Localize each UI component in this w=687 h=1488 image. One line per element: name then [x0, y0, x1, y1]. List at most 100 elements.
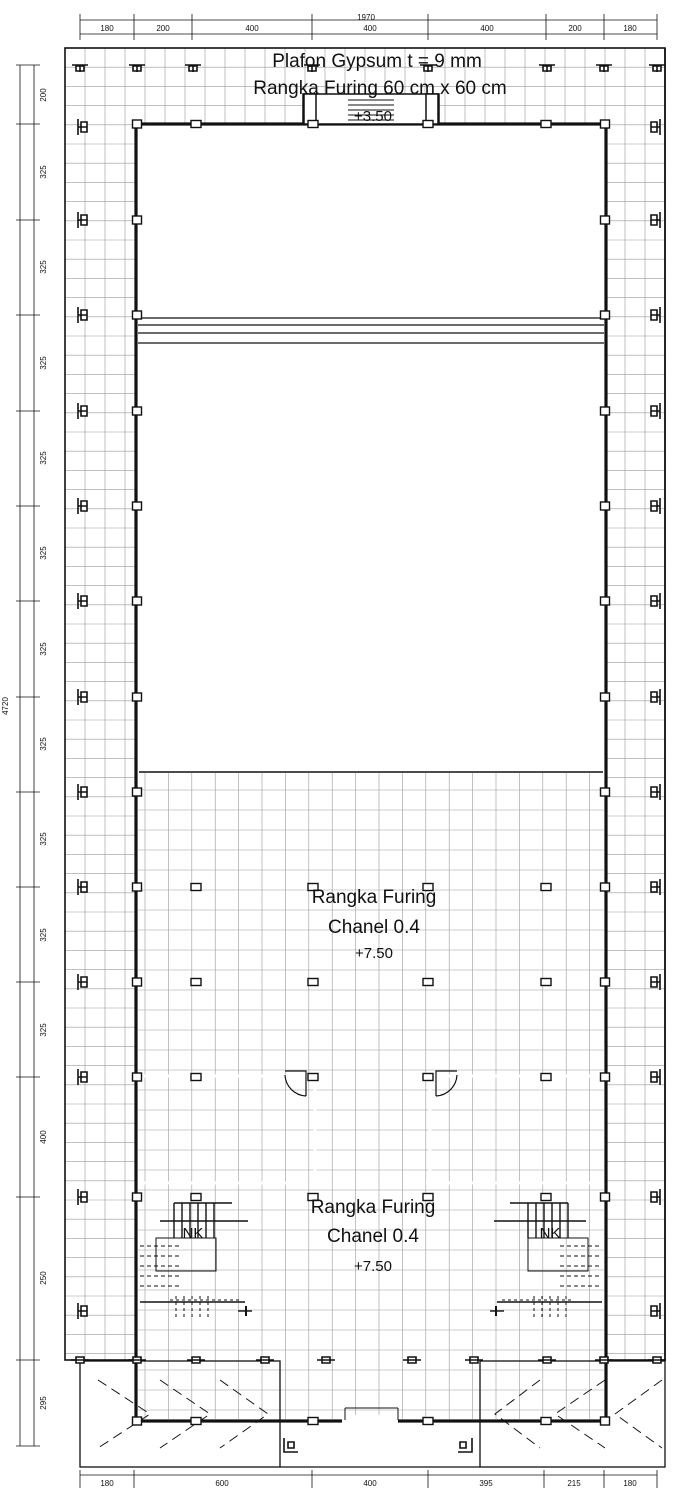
column-box — [422, 1192, 434, 1202]
exterior-column — [77, 593, 88, 609]
exterior-column — [650, 1303, 661, 1319]
exterior-column — [539, 64, 555, 72]
top-dimension-label: 180 — [100, 24, 114, 33]
exterior-column — [650, 974, 661, 990]
entrance-opening — [342, 1415, 398, 1425]
left-dimension-label: 325 — [39, 165, 48, 179]
bottom-dimension-label: 400 — [363, 1479, 377, 1488]
column-box — [131, 787, 143, 797]
column-box — [131, 501, 143, 511]
column-box — [540, 1416, 552, 1426]
column-box — [599, 596, 611, 606]
top-dimension-label: 400 — [363, 24, 377, 33]
column-box — [190, 1072, 202, 1082]
door-left — [284, 1070, 307, 1097]
left-dimension-texts: 2003253253253253253253253253253254002502… — [39, 88, 48, 1410]
exterior-column — [77, 689, 88, 705]
column-box — [190, 1416, 202, 1426]
column-box — [540, 1072, 552, 1082]
column-box — [599, 406, 611, 416]
exterior-column — [596, 64, 612, 72]
left-dimension-label: 325 — [39, 260, 48, 274]
column-box — [540, 1192, 552, 1202]
lower-area-subtitle: Chanel 0.4 — [327, 1226, 419, 1247]
middle-area-subtitle: Chanel 0.4 — [328, 917, 420, 938]
left-dimension-label: 325 — [39, 928, 48, 942]
column-box — [599, 977, 611, 987]
exterior-column — [650, 212, 661, 228]
column-box — [131, 406, 143, 416]
beam-band — [138, 317, 604, 344]
left-dimension-label: 200 — [39, 88, 48, 102]
exterior-column — [538, 1356, 556, 1364]
exterior-column — [77, 307, 88, 323]
column-box — [190, 1192, 202, 1202]
entrance-block-right — [479, 1360, 666, 1468]
left-dimension-label: 295 — [39, 1396, 48, 1410]
column-box — [307, 1072, 319, 1082]
top-dimension-label: 180 — [623, 24, 637, 33]
exterior-column — [650, 784, 661, 800]
bottom-dimension-label: 180 — [623, 1479, 637, 1488]
exterior-column — [650, 593, 661, 609]
column-box — [131, 977, 143, 987]
lower-area-level: +7.50 — [354, 1258, 392, 1275]
exterior-column — [465, 1356, 483, 1364]
exterior-column — [77, 974, 88, 990]
column-box — [131, 692, 143, 702]
exterior-column — [650, 689, 661, 705]
column-box — [131, 882, 143, 892]
column-box — [540, 882, 552, 892]
column-box — [307, 119, 319, 129]
exterior-column — [77, 879, 88, 895]
exterior-column — [649, 64, 665, 72]
entrance-block-left — [79, 1360, 281, 1468]
column-box — [307, 1416, 319, 1426]
column-box — [599, 1072, 611, 1082]
toilet-stair-right — [490, 1202, 602, 1318]
middle-area-title: Rangka Furing — [312, 887, 437, 908]
column-box — [131, 1072, 143, 1082]
column-box — [190, 882, 202, 892]
exterior-column — [458, 1438, 473, 1453]
column-box — [422, 977, 434, 987]
left-dimension-label: 325 — [39, 356, 48, 370]
column-box — [599, 1192, 611, 1202]
ceiling-title: Plafon Gypsum t = 9 mm — [272, 51, 482, 72]
column-box — [190, 119, 202, 129]
exterior-column — [185, 64, 201, 72]
exterior-column — [650, 1069, 661, 1085]
exterior-column — [256, 1356, 274, 1364]
column-box — [540, 119, 552, 129]
left-dimension-label: 325 — [39, 832, 48, 846]
exterior-column — [77, 784, 88, 800]
column-box — [190, 977, 202, 987]
top-dimension-label: 400 — [480, 24, 494, 33]
exterior-column — [283, 1438, 298, 1453]
bottom-dimension-label: 215 — [567, 1479, 581, 1488]
stair-level: +3.50 — [354, 108, 392, 125]
column-box — [131, 1192, 143, 1202]
bottom-dimension-label: 180 — [100, 1479, 114, 1488]
column-box — [599, 882, 611, 892]
top-dimension-label: 400 — [245, 24, 259, 33]
toilet-label-right: NK — [540, 1225, 561, 1242]
top-dimension-label: 200 — [156, 24, 170, 33]
column-box — [131, 310, 143, 320]
left-dimension-label: 325 — [39, 737, 48, 751]
exterior-column — [77, 119, 88, 135]
column-box — [131, 596, 143, 606]
left-dimension-label: 325 — [39, 642, 48, 656]
exterior-column — [72, 64, 88, 72]
column-box — [307, 1192, 319, 1202]
column-box — [422, 882, 434, 892]
exterior-column — [77, 498, 88, 514]
lower-room-grid — [138, 773, 604, 1419]
left-dimension-label: 325 — [39, 546, 48, 560]
exterior-column — [650, 1189, 661, 1205]
left-dimension-label: 325 — [39, 451, 48, 465]
column-box — [131, 119, 143, 129]
